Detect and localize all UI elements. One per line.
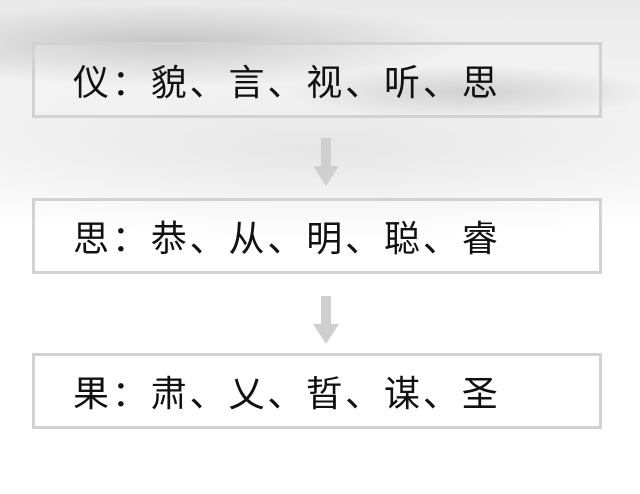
box-appearance: 仪：貌、言、视、听、思 — [32, 42, 602, 118]
box-thought-text: 思：恭、从、明、聪、睿 — [73, 219, 501, 260]
down-arrow-icon — [313, 138, 339, 186]
down-arrow-icon — [313, 296, 339, 344]
box-thought: 思：恭、从、明、聪、睿 — [32, 198, 602, 274]
box-result-text: 果：肃、乂、晢、谋、圣 — [73, 374, 501, 415]
box-result: 果：肃、乂、晢、谋、圣 — [32, 353, 602, 429]
box-appearance-text: 仪：貌、言、视、听、思 — [73, 63, 501, 104]
